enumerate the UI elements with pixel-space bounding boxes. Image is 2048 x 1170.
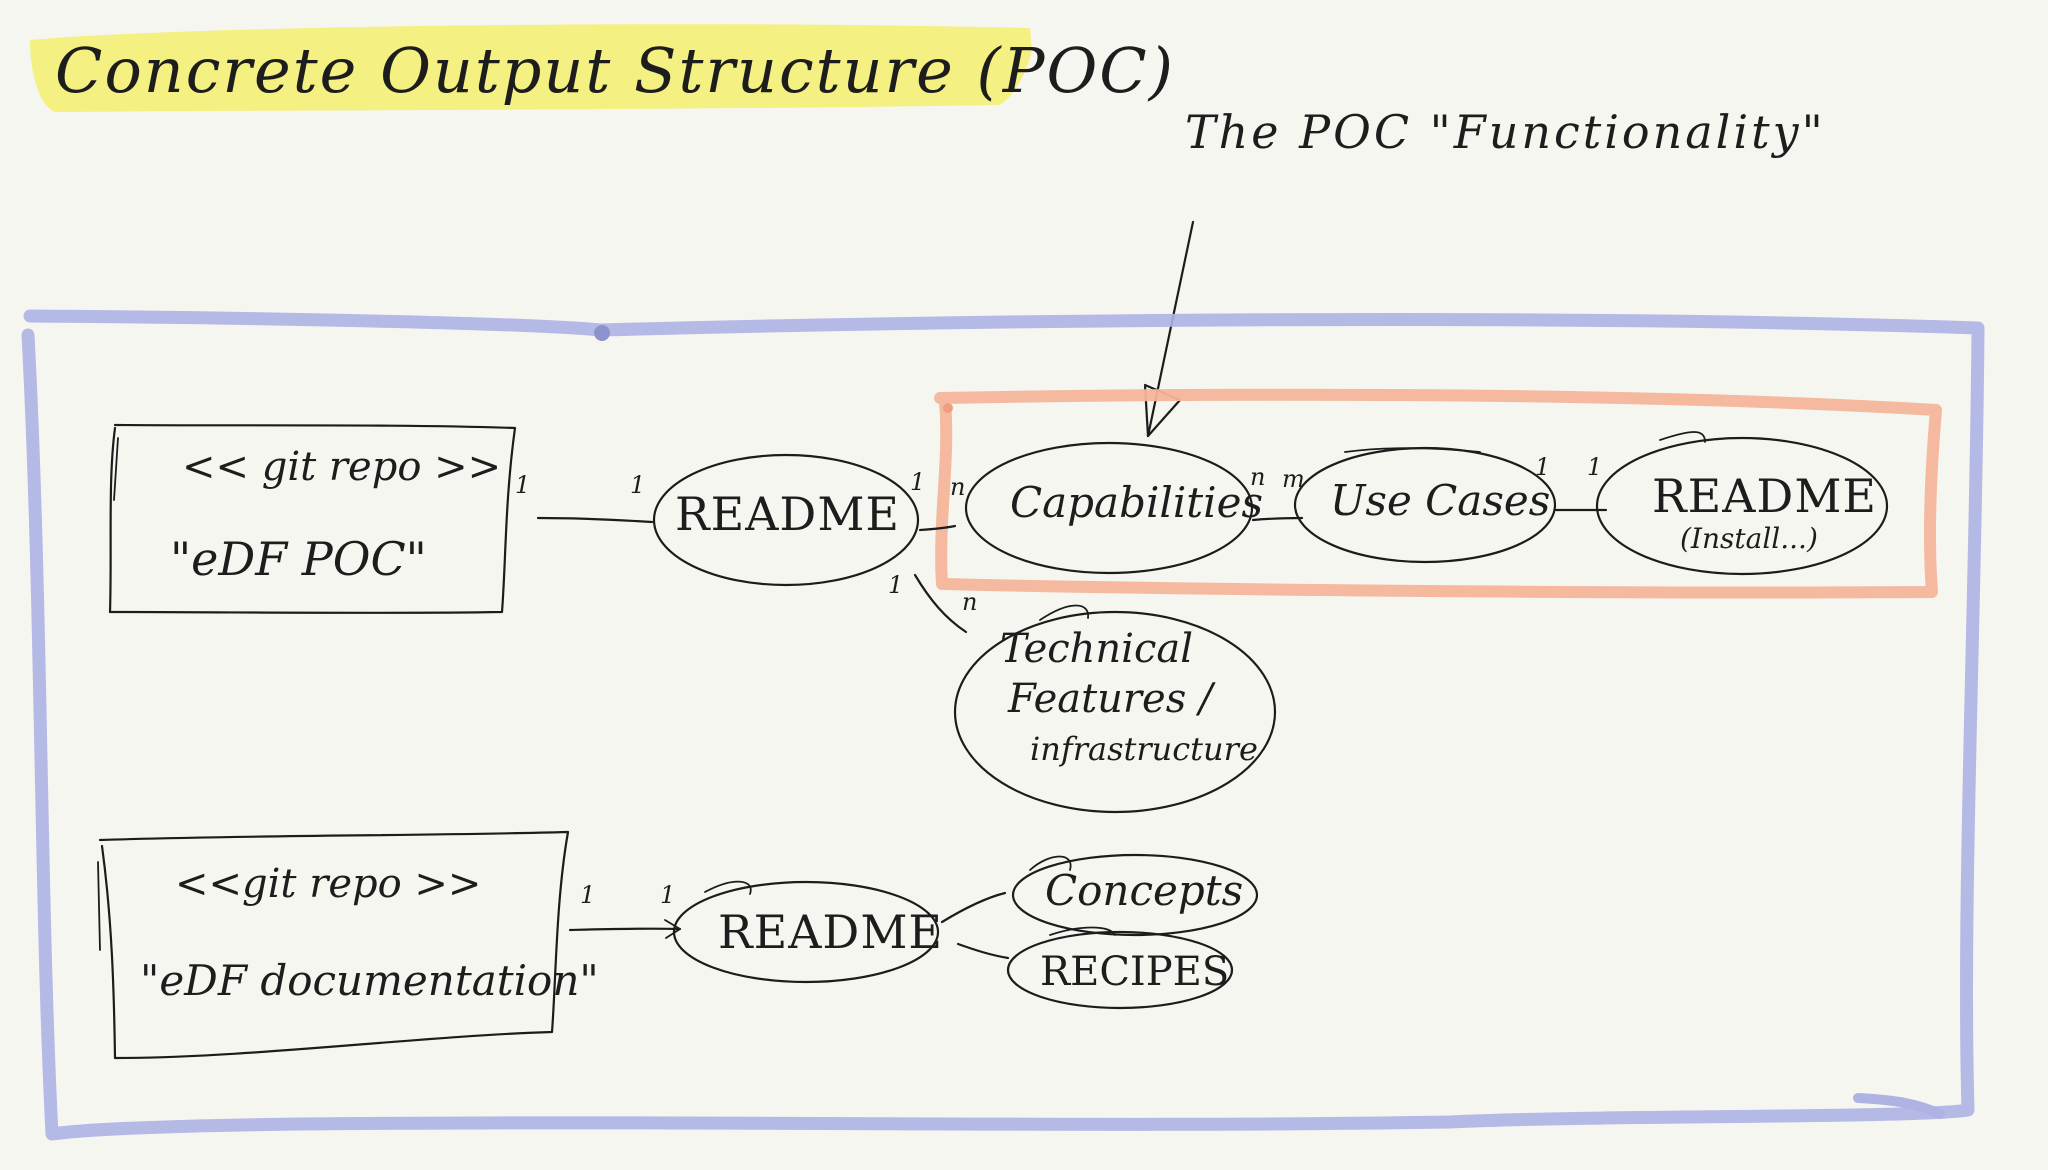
mult-readme-tech-left: 1 [888, 571, 903, 599]
annotation-arrow [1143, 220, 1195, 438]
capabilities-label: Capabilities [1010, 478, 1263, 527]
repo-poc-name: "eDF POC" [170, 532, 427, 586]
mult-use-readme-right: 1 [1587, 453, 1602, 481]
edge-capabilities-usecases [1251, 516, 1304, 522]
node-concepts: Concepts [1011, 853, 1259, 937]
mult-use-readme-left: 1 [1535, 453, 1550, 481]
repo-box-edf-documentation: <<git repo >> "eDF documentation" [97, 830, 599, 1060]
mult-cap-use-right: m [1282, 465, 1305, 493]
node-readme-docs: README [672, 880, 943, 984]
repo-docs-stereotype: <<git repo >> [175, 861, 481, 907]
mult-repo-docs-right: 1 [660, 881, 675, 909]
repo-poc-stereotype: << git repo >> [182, 444, 501, 490]
concepts-label: Concepts [1045, 866, 1243, 915]
edge-readme-recipes [956, 942, 1010, 960]
node-recipes: RECIPES [1006, 926, 1234, 1010]
mult-readme-tech-right: n [962, 588, 977, 616]
repo-docs-name: "eDF documentation" [140, 956, 599, 1005]
technical-line2: Features / [1007, 676, 1216, 722]
node-use-cases: Use Cases [1293, 446, 1557, 564]
mult-repo-poc-left: 1 [515, 471, 530, 499]
technical-line3: infrastructure [1030, 730, 1258, 768]
page-title: Concrete Output Structure (POC) [55, 34, 1175, 107]
mult-cap-use-left: n [1250, 463, 1265, 491]
node-capabilities: Capabilities [964, 441, 1263, 575]
edge-readme-technical [913, 573, 968, 634]
mult-repo-docs-left: 1 [580, 881, 595, 909]
mult-readme-cap-right: n [950, 473, 965, 501]
multiplicities: 1 1 1 n n m 1 1 1 n 1 1 [515, 453, 1602, 909]
readme-install-sub: (Install...) [1680, 522, 1818, 555]
edge-repo-docs-readme [568, 927, 682, 932]
node-readme-poc: README [652, 453, 920, 587]
node-readme-install: README (Install...) [1595, 431, 1889, 576]
outer-frame [21, 309, 1985, 1141]
poc-functionality-label: The POC "Functionality" [1185, 105, 1826, 159]
mult-readme-cap-left: 1 [910, 468, 925, 496]
edge-repo-poc-readme [536, 516, 654, 524]
edge-readme-capabilities [918, 524, 957, 532]
use-cases-label: Use Cases [1330, 476, 1550, 525]
edge-readme-concepts [940, 891, 1007, 924]
title-highlight [30, 24, 1032, 112]
recipes-label: RECIPES [1040, 949, 1229, 995]
readme-install-label: README [1652, 469, 1877, 523]
poc-functionality-frame [934, 388, 1942, 599]
connectors [536, 508, 1608, 960]
node-technical-features: Technical Features / infrastructure [953, 604, 1277, 814]
readme-poc-label: README [675, 487, 900, 541]
readme-docs-label: README [718, 905, 943, 959]
mult-repo-poc-right: 1 [630, 471, 645, 499]
technical-line1: Technical [1000, 626, 1193, 672]
repo-box-edf-poc: << git repo >> "eDF POC" [108, 423, 517, 614]
